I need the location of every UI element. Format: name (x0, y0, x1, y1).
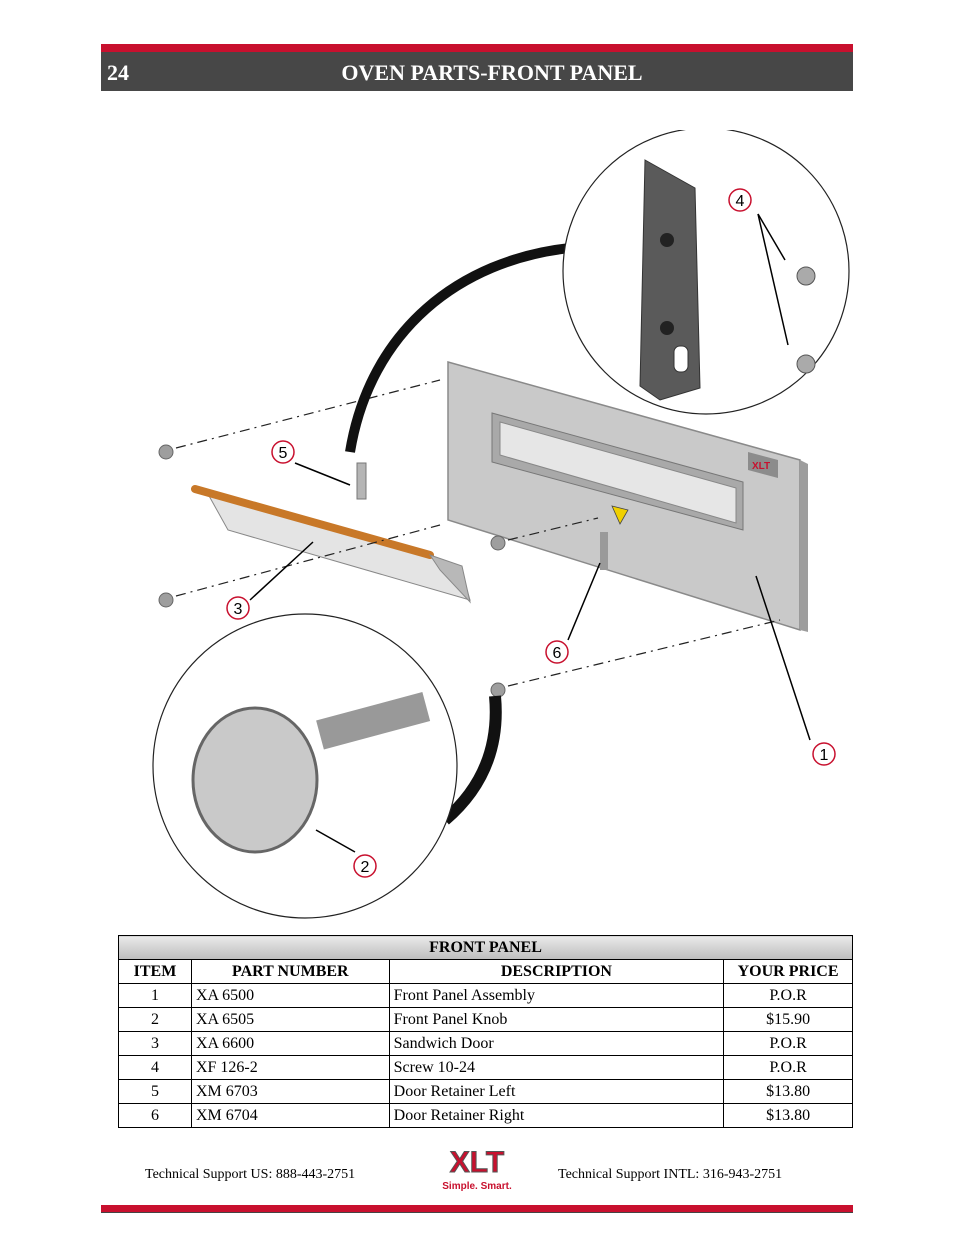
page-number: 24 (107, 60, 129, 85)
cell-item: 6 (118, 1103, 192, 1128)
door-retainer-left-drawing (356, 462, 367, 500)
table-row: 1 XA 6500 Front Panel Assembly P.O.R (118, 983, 853, 1008)
cell-price: $15.90 (723, 1007, 853, 1032)
cell-item: 3 (118, 1031, 192, 1056)
cell-price: P.O.R (723, 1055, 853, 1080)
cell-part-number: XA 6600 (190, 1031, 390, 1056)
front-panel-drawing: XLT (447, 361, 808, 632)
cell-part-number: XF 126-2 (190, 1055, 390, 1080)
callout-5: 5 (271, 440, 295, 464)
page-title: OVEN PARTS-FRONT PANEL (341, 60, 643, 85)
svg-text:4: 4 (736, 193, 745, 210)
cell-price: P.O.R (723, 1031, 853, 1056)
callout-6: 6 (545, 640, 569, 664)
assembly-guide-lines (175, 379, 781, 687)
table-row: 3 XA 6600 Sandwich Door P.O.R (118, 1031, 853, 1056)
svg-text:3: 3 (234, 601, 243, 618)
cell-item: 5 (118, 1079, 192, 1104)
detail-circle-retainer (345, 130, 850, 453)
panel-logo-text: XLT (752, 461, 770, 472)
table-title-row: FRONT PANEL (118, 935, 853, 960)
column-header-description: DESCRIPTION (388, 959, 725, 984)
svg-text:2: 2 (361, 859, 370, 876)
table-row: 5 XM 6703 Door Retainer Left $13.80 (118, 1079, 853, 1104)
cell-description: Door Retainer Right (388, 1103, 725, 1128)
cell-description: Sandwich Door (388, 1031, 725, 1056)
table-row: 6 XM 6704 Door Retainer Right $13.80 (118, 1103, 853, 1128)
support-intl: Technical Support INTL: 316-943-2751 (558, 1167, 783, 1182)
cell-price: P.O.R (723, 983, 853, 1008)
table-row: 2 XA 6505 Front Panel Knob $15.90 (118, 1007, 853, 1032)
cell-description: Screw 10-24 (388, 1055, 725, 1080)
cell-description: Front Panel Knob (388, 1007, 725, 1032)
xlt-logo: XLT Simple. Smart. (442, 1146, 512, 1193)
cell-part-number: XM 6704 (190, 1103, 390, 1128)
column-header-item: ITEM (118, 959, 192, 984)
cell-part-number: XA 6500 (190, 983, 390, 1008)
cell-price: $13.80 (723, 1103, 853, 1128)
logo-tagline: Simple. Smart. (442, 1181, 512, 1192)
table-row: 4 XF 126-2 Screw 10-24 P.O.R (118, 1055, 853, 1080)
table-title: FRONT PANEL (118, 935, 853, 960)
page-header: 24 OVEN PARTS-FRONT PANEL (101, 44, 853, 91)
callout-arrows (249, 213, 811, 853)
support-us: Technical Support US: 888-443-2751 (145, 1167, 356, 1182)
footer-rule (101, 1205, 853, 1213)
callout-1: 1 (812, 742, 836, 766)
column-header-price: YOUR PRICE (723, 959, 853, 984)
cell-part-number: XA 6505 (190, 1007, 390, 1032)
cell-item: 4 (118, 1055, 192, 1080)
cell-price: $13.80 (723, 1079, 853, 1104)
cell-item: 2 (118, 1007, 192, 1032)
svg-text:XLT: XLT (450, 1146, 504, 1179)
exploded-parts-diagram: XLT (152, 130, 850, 919)
cell-description: Door Retainer Left (388, 1079, 725, 1104)
cell-description: Front Panel Assembly (388, 983, 725, 1008)
cell-item: 1 (118, 983, 192, 1008)
callout-4: 4 (728, 188, 752, 212)
svg-text:6: 6 (553, 645, 562, 662)
detail-circle-knob (152, 613, 502, 919)
cell-part-number: XM 6703 (190, 1079, 390, 1104)
svg-text:1: 1 (820, 747, 829, 764)
column-header-part-number: PART NUMBER (190, 959, 390, 984)
callout-2: 2 (353, 854, 377, 878)
callout-3: 3 (226, 596, 250, 620)
svg-text:5: 5 (279, 445, 288, 462)
table-header-row: ITEM PART NUMBER DESCRIPTION YOUR PRICE (118, 959, 853, 984)
parts-table: FRONT PANEL ITEM PART NUMBER DESCRIPTION… (118, 935, 853, 1128)
sandwich-door-drawing (191, 485, 471, 604)
